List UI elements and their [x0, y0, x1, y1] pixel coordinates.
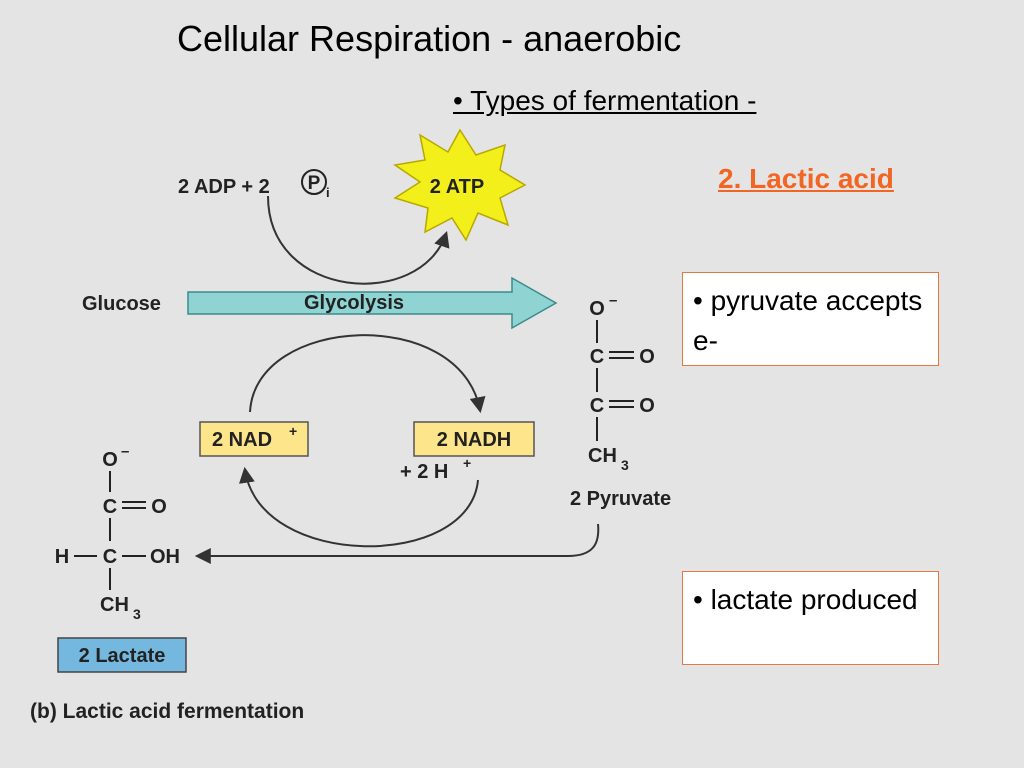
nad-label: 2 NAD [212, 429, 272, 451]
lactate-carbon-2: C [103, 546, 117, 568]
glycolysis-label: Glycolysis [304, 292, 404, 314]
lactate-sub3: 3 [133, 606, 141, 622]
note-lactate-produced: • lactate produced [682, 571, 939, 665]
lactate-minus: – [121, 443, 129, 460]
lactate-oh: OH [150, 546, 180, 568]
atp-label: 2 ATP [430, 176, 484, 198]
lactate-box [57, 637, 187, 673]
phosphate-symbol: P [308, 173, 321, 194]
nadh-to-nad-arrow [239, 466, 479, 548]
nadh-box [413, 421, 535, 457]
slide-title: Cellular Respiration - anaerobic [177, 18, 682, 59]
diagram-caption: (b) Lactic acid fermentation [30, 700, 304, 723]
pyruvate-oxygen-1: O [639, 346, 655, 368]
adp-label: 2 ADP + 2 [178, 176, 270, 198]
lactate-carbon-1: C [103, 496, 117, 518]
adp-to-atp-arrow [267, 195, 450, 285]
lactate-structure: O – C O H C OH CH 3 [55, 443, 180, 622]
glycolysis-arrow [187, 276, 558, 330]
nadh-label: 2 NADH [437, 429, 511, 451]
lactate-label: 2 Lactate [79, 645, 166, 667]
pyruvate-structure: O – C O C O CH 3 [588, 292, 655, 473]
pyruvate-o-minus: O [589, 298, 605, 320]
pyruvate-carbon-1: C [590, 346, 604, 368]
glucose-label: Glucose [82, 293, 161, 315]
lactate-h: H [55, 546, 69, 568]
lactate-ch: CH [100, 594, 129, 616]
pyruvate-ch: CH [588, 445, 617, 467]
pyruvate-to-lactate-arrow [194, 523, 600, 564]
lactic-acid-heading: 2. Lactic acid [718, 163, 894, 194]
nad-superscript: + [289, 423, 297, 439]
note-pyruvate-accepts: • pyruvate accepts e- [682, 272, 939, 366]
nad-to-nadh-arrow [249, 334, 486, 414]
pyruvate-oxygen-2: O [639, 395, 655, 417]
h-superscript: + [463, 455, 471, 471]
pyruvate-label: 2 Pyruvate [570, 488, 671, 510]
atp-burst-icon [393, 128, 527, 242]
pyruvate-minus: – [609, 292, 617, 309]
nad-box [199, 421, 309, 457]
fermentation-types-subtitle: • Types of fermentation - [453, 85, 757, 116]
h-label: + 2 H [400, 461, 448, 483]
phosphate-circle [301, 169, 327, 195]
phosphate-subscript: i [326, 185, 330, 200]
lactate-oxygen: O [151, 496, 167, 518]
lactate-o-minus: O [102, 449, 118, 471]
pyruvate-carbon-2: C [590, 395, 604, 417]
pyruvate-sub3: 3 [621, 457, 629, 473]
